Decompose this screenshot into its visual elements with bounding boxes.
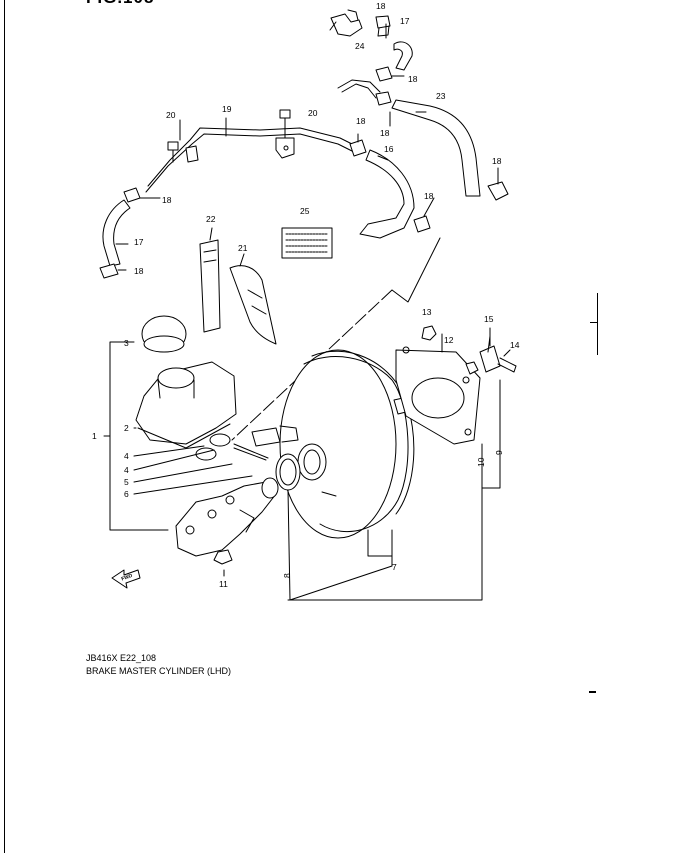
callout-18: 18 xyxy=(356,116,366,126)
margin-mark xyxy=(590,322,598,323)
hose-clip xyxy=(99,263,119,279)
hose-clip xyxy=(413,215,431,233)
stud xyxy=(251,427,281,447)
label-sheet xyxy=(229,265,277,345)
vacuum-hose-long xyxy=(391,99,481,197)
vacuum-hose-left xyxy=(102,199,131,267)
callout-19: 19 xyxy=(222,104,232,114)
brake-booster xyxy=(279,349,415,539)
reservoir-cap xyxy=(141,315,187,353)
callout-20: 20 xyxy=(166,110,176,120)
callout-5: 5 xyxy=(124,477,129,487)
callout-25: 25 xyxy=(300,206,310,216)
callout-4: 4 xyxy=(124,465,129,475)
nut xyxy=(213,549,233,565)
callout-14: 14 xyxy=(510,340,520,350)
margin-mark xyxy=(597,293,598,355)
callout-12: 12 xyxy=(444,335,454,345)
bolt xyxy=(167,141,179,163)
bolt xyxy=(279,109,291,139)
callout-23: 23 xyxy=(436,91,446,101)
vacuum-pipe-long xyxy=(145,127,357,193)
callout-6: 6 xyxy=(124,489,129,499)
vacuum-hose-upper xyxy=(393,41,413,71)
callout-20: 20 xyxy=(308,108,318,118)
callout-18: 18 xyxy=(408,74,418,84)
nut xyxy=(465,361,479,375)
callout-18: 18 xyxy=(376,1,386,11)
callout-18: 18 xyxy=(424,191,434,201)
callout-17: 17 xyxy=(400,16,410,26)
fwd-label: FWD xyxy=(121,573,134,583)
callout-18: 18 xyxy=(162,195,172,205)
page-border xyxy=(4,0,5,853)
vacuum-hose-middle xyxy=(359,149,415,239)
leader-line xyxy=(391,237,441,303)
callout-1: 1 xyxy=(92,431,97,441)
callout-3: 3 xyxy=(124,338,129,348)
callout-21: 21 xyxy=(238,243,248,253)
callout-11: 11 xyxy=(219,579,228,589)
hose-clip xyxy=(123,187,141,203)
booster-gasket xyxy=(395,346,481,445)
callout-13: 13 xyxy=(422,307,432,317)
hose-clip xyxy=(487,181,509,201)
callout-7: 7 xyxy=(392,562,397,572)
callout-15: 15 xyxy=(484,314,494,324)
callout-labels: 1 2 3 4 4 5 6 7 8 9 10 11 12 13 14 15 16… xyxy=(92,1,520,589)
caution-label xyxy=(281,227,333,259)
clevis xyxy=(479,335,517,373)
callout-24: 24 xyxy=(355,41,365,51)
callout-9: 9 xyxy=(494,450,504,455)
caption-title: BRAKE MASTER CYLINDER (LHD) xyxy=(86,666,232,676)
margin-mark xyxy=(589,691,596,693)
callout-4: 4 xyxy=(124,451,129,461)
hose-clip xyxy=(375,15,391,37)
grommet xyxy=(209,433,231,447)
hose-clip xyxy=(375,66,393,82)
callout-22: 22 xyxy=(206,214,216,224)
callout-17: 17 xyxy=(134,237,144,247)
fwd-arrow-icon xyxy=(111,569,141,589)
nut xyxy=(421,325,437,341)
master-cylinder xyxy=(175,477,279,557)
leader-lines xyxy=(103,23,511,601)
callout-18: 18 xyxy=(380,128,390,138)
callout-2: 2 xyxy=(124,423,129,433)
hose-clip xyxy=(375,91,392,106)
callout-18: 18 xyxy=(134,266,144,276)
retaining-pin xyxy=(233,443,269,461)
label-sheet xyxy=(199,239,221,333)
check-valve-connector xyxy=(329,9,363,37)
callout-18: 18 xyxy=(492,156,502,166)
figure-header: FIG.108 xyxy=(86,0,154,8)
vacuum-pipe-short xyxy=(337,79,381,99)
callout-16: 16 xyxy=(384,144,394,154)
callout-8: 8 xyxy=(282,573,292,578)
callout-10: 10 xyxy=(476,457,486,467)
fluid-reservoir xyxy=(135,361,237,449)
pipe-bracket xyxy=(185,137,295,163)
caption-code: JB416X E22_108 xyxy=(86,653,157,663)
figure-caption: JB416X E22_108 BRAKE MASTER CYLINDER (LH… xyxy=(86,652,231,678)
